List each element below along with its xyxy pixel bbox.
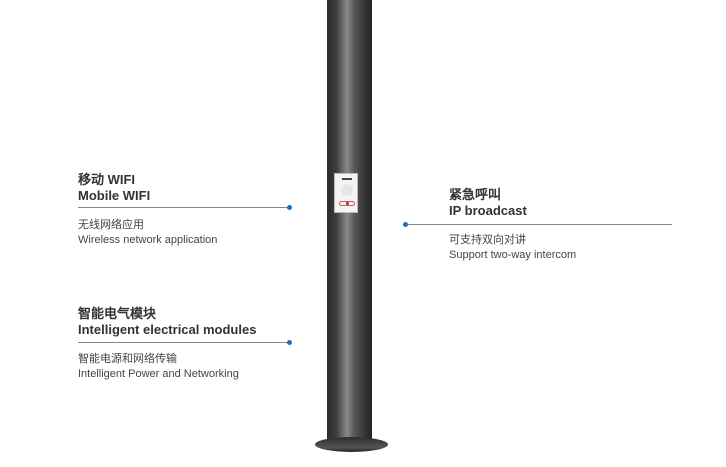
title-cn: 移动 WIFI bbox=[78, 172, 136, 187]
desc-en: Support two-way intercom bbox=[449, 249, 577, 261]
title-cn: 智能电气模块 bbox=[78, 306, 157, 321]
speaker-icon bbox=[341, 184, 353, 196]
desc-cn: 无线网络应用 bbox=[78, 219, 144, 231]
title-en: Mobile WIFI bbox=[78, 188, 151, 203]
connector-dot bbox=[403, 222, 408, 227]
title-en: IP broadcast bbox=[449, 203, 527, 218]
desc-cn: 可支持双向对讲 bbox=[449, 234, 526, 246]
title-cn: 紧急呼叫 bbox=[449, 187, 502, 202]
desc-en: Wireless network application bbox=[78, 234, 218, 246]
light-pole bbox=[327, 0, 372, 446]
title-en: Intelligent electrical modules bbox=[78, 322, 257, 337]
pole-base bbox=[315, 437, 388, 452]
connector-line bbox=[78, 207, 289, 208]
intercom-panel bbox=[334, 173, 358, 213]
feature-broadcast: 紧急呼叫 IP broadcast 可支持双向对讲 Support two-wa… bbox=[449, 187, 576, 263]
call-button-icon bbox=[339, 201, 355, 206]
connector-line bbox=[78, 342, 289, 343]
desc-cn: 智能电源和网络传输 bbox=[78, 353, 177, 365]
desc-en: Intelligent Power and Networking bbox=[78, 368, 239, 380]
connector-dot bbox=[287, 205, 292, 210]
connector-dot bbox=[287, 340, 292, 345]
connector-line bbox=[405, 224, 672, 225]
feature-electrical: 智能电气模块 Intelligent electrical modules 智能… bbox=[78, 306, 256, 382]
feature-wifi: 移动 WIFI Mobile WIFI 无线网络应用 Wireless netw… bbox=[78, 172, 217, 248]
